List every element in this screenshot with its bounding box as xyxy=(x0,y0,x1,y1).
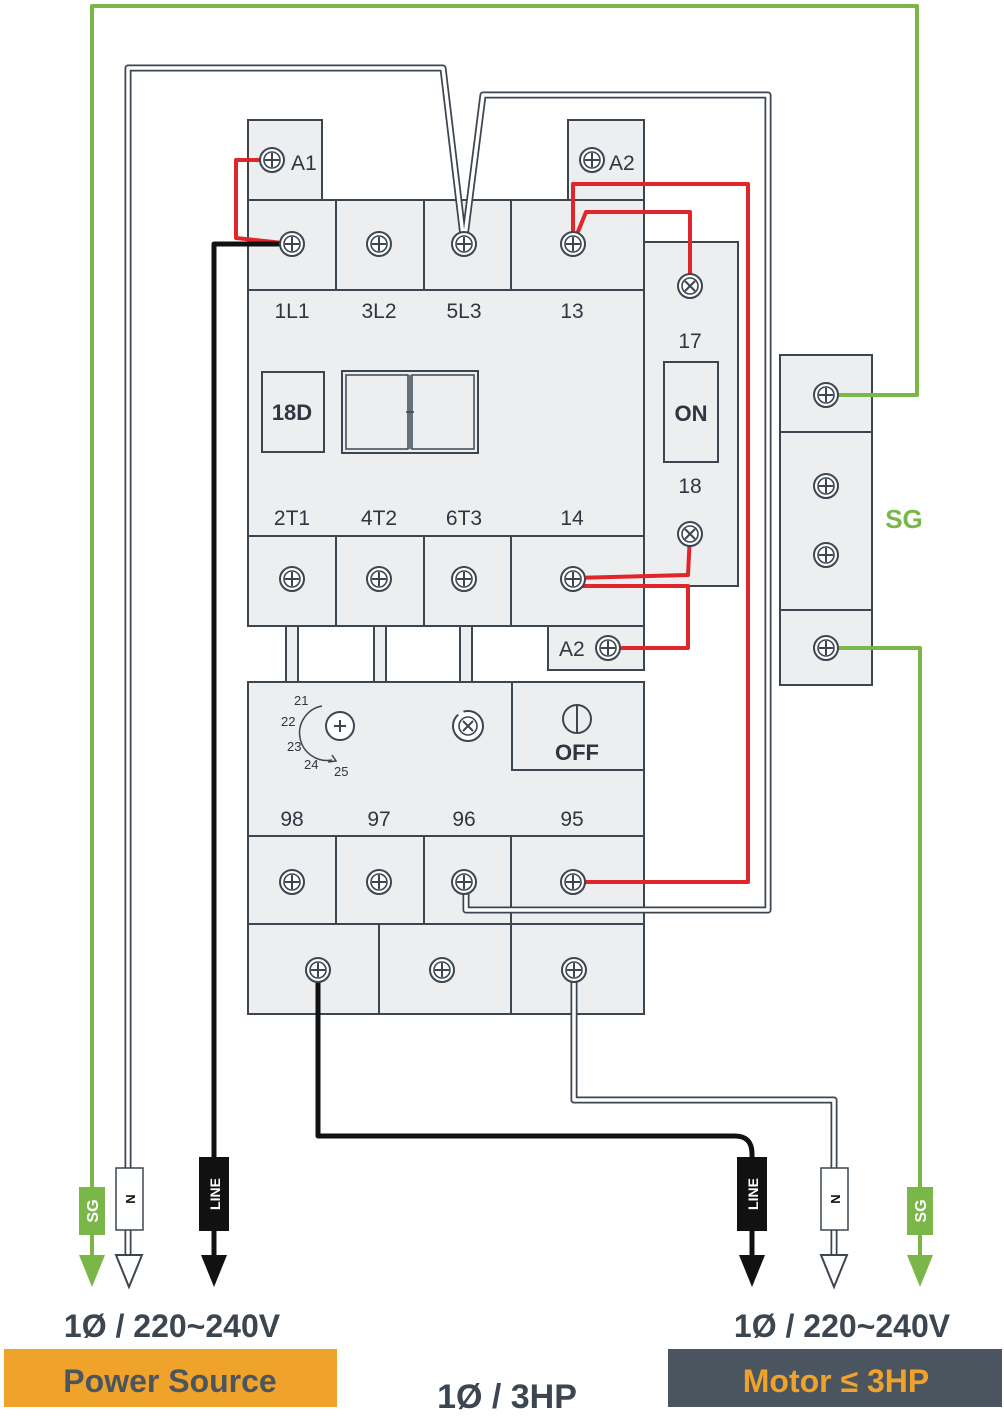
terminal-96: 96 xyxy=(452,808,475,831)
tag-n-right: N xyxy=(820,1167,849,1231)
cross-screw-icon xyxy=(677,521,703,547)
screw-terminal-icon xyxy=(813,542,839,568)
screw-terminal-icon xyxy=(366,869,392,895)
tag-sg-left-text: SG xyxy=(85,1199,102,1222)
tag-sg-right-text: SG xyxy=(913,1199,930,1222)
screw-terminal-icon xyxy=(279,231,305,257)
tag-line-left-text: LINE xyxy=(207,1178,223,1210)
terminal-3l2: 3L2 xyxy=(361,300,396,323)
overload-a2-label: A2 xyxy=(559,638,585,661)
arrow-down-icon xyxy=(907,1255,933,1287)
terminal-97: 97 xyxy=(367,808,390,831)
on-button-label: ON xyxy=(675,401,708,426)
reset-button[interactable] xyxy=(452,710,484,742)
tag-n-left: N xyxy=(115,1167,144,1231)
contactor-window xyxy=(341,370,479,454)
screw-terminal-icon xyxy=(560,231,586,257)
ground-block xyxy=(779,354,873,686)
coil-a2-label: A2 xyxy=(609,152,635,175)
connector-posts xyxy=(285,625,473,683)
line-wires xyxy=(211,241,755,1255)
control-wires xyxy=(234,158,750,884)
screw-terminal-icon xyxy=(366,231,392,257)
screw-terminal-icon xyxy=(579,147,605,173)
cross-screw-icon xyxy=(677,273,703,299)
screw-terminal-icon xyxy=(595,635,621,661)
tag-line-right-text: LINE xyxy=(745,1178,761,1210)
terminal-14: 14 xyxy=(560,507,584,530)
power-source-label: Power Source xyxy=(63,1363,276,1399)
arrows xyxy=(79,1254,933,1290)
screw-terminal-icon xyxy=(259,147,285,173)
tag-n-right-text: N xyxy=(828,1194,843,1203)
screw-terminal-icon xyxy=(279,566,305,592)
terminal-95: 95 xyxy=(560,808,583,831)
terminal-17: 17 xyxy=(678,330,701,353)
terminal-2t1: 2T1 xyxy=(274,507,310,530)
power-source-voltage: 1Ø / 220~240V xyxy=(64,1308,281,1344)
motor-banner xyxy=(668,1349,1002,1407)
tag-sg-left: SG xyxy=(79,1187,105,1235)
screw-terminal-icon xyxy=(305,957,331,983)
tag-n-left-text: N xyxy=(123,1194,138,1203)
ground-wires xyxy=(90,4,922,1255)
screw-terminal-icon xyxy=(451,231,477,257)
dial-number-21: 21 xyxy=(294,693,308,708)
power-source-banner xyxy=(4,1349,337,1407)
screw-terminal-icon xyxy=(366,566,392,592)
arrow-down-icon xyxy=(201,1255,227,1287)
screw-terminal-icon xyxy=(813,635,839,661)
dial-number-25: 25 xyxy=(334,764,348,779)
motor-voltage: 1Ø / 220~240V xyxy=(734,1308,951,1344)
terminal-13: 13 xyxy=(560,300,583,323)
dial-number-23: 23 xyxy=(287,739,301,754)
terminal-4t2: 4T2 xyxy=(361,507,397,530)
screw-terminal-icon xyxy=(279,869,305,895)
terminal-6t3: 6T3 xyxy=(446,507,482,530)
dial-number-24: 24 xyxy=(304,757,318,772)
dial-arrow-icon xyxy=(298,705,333,762)
arrow-down-icon xyxy=(114,1254,144,1290)
tag-line-right: LINE xyxy=(737,1157,767,1231)
tag-line-left: LINE xyxy=(199,1157,229,1231)
motor-label: Motor ≤ 3HP xyxy=(743,1363,929,1399)
terminal-98: 98 xyxy=(280,808,303,831)
coil-a1-label: A1 xyxy=(291,152,317,175)
arrow-down-icon xyxy=(739,1255,765,1287)
dial-number-22: 22 xyxy=(281,714,295,729)
rating-badge xyxy=(261,371,325,453)
terminal-1l1: 1L1 xyxy=(274,300,309,323)
center-rating: 1Ø / 3HP xyxy=(437,1378,577,1416)
screw-terminal-icon xyxy=(813,382,839,408)
screw-terminal-icon xyxy=(429,957,455,983)
terminal-18: 18 xyxy=(678,475,701,498)
rating-badge-text: 18D xyxy=(272,400,312,425)
screw-terminal-icon xyxy=(560,566,586,592)
screw-terminal-icon xyxy=(560,869,586,895)
terminal-5l3: 5L3 xyxy=(446,300,481,323)
screw-terminal-icon xyxy=(451,869,477,895)
off-button[interactable] xyxy=(562,704,592,734)
tag-sg-right: SG xyxy=(907,1187,933,1235)
off-button-label: OFF xyxy=(555,740,599,765)
overload-dial[interactable] xyxy=(298,705,355,763)
screw-terminal-icon xyxy=(813,473,839,499)
screw-terminal-icon xyxy=(561,957,587,983)
arrow-down-icon xyxy=(79,1255,105,1287)
arrow-down-icon xyxy=(819,1254,849,1290)
screw-terminal-icon xyxy=(451,566,477,592)
on-button[interactable] xyxy=(663,361,719,463)
ground-block-label: SG xyxy=(885,504,923,534)
